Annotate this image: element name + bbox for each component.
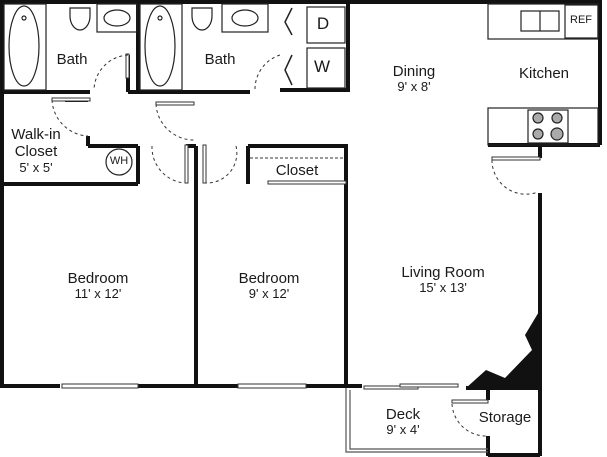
dryer-icon: D [316,14,330,33]
room-storage: Storage [478,409,532,426]
room-walkin-closet: Walk-in Closet 5' x 5' [11,126,61,175]
room-bath-1: Bath [56,51,88,68]
water-heater-icon: WH [109,155,129,167]
refrigerator-icon: REF [570,14,592,26]
washer-icon: W [313,57,331,76]
room-kitchen: Kitchen [518,65,570,82]
room-bath-2: Bath [204,51,236,68]
room-closet: Closet [275,162,319,179]
